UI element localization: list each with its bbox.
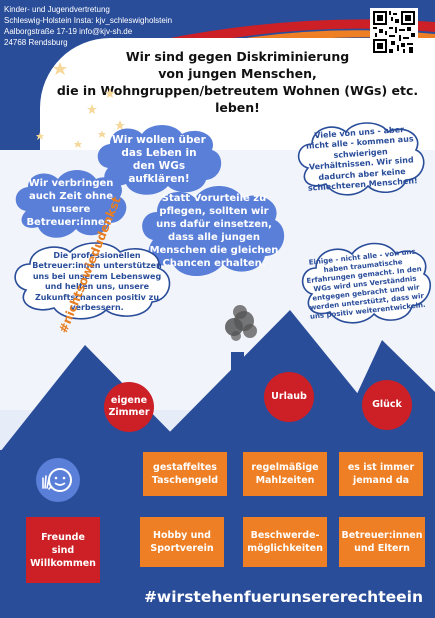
roof-circle-glueck: Glück — [362, 380, 412, 430]
smiley-waving-icon — [36, 458, 80, 502]
cloud-zeit: Wir verbringen auch Zeit ohne unsere Bet… — [8, 165, 130, 243]
title-line-1: Wir sind gegen Diskriminierung — [125, 49, 350, 64]
cloud-shape — [14, 242, 171, 320]
cloud-text: Die professionellen Betreuer:innen unter… — [32, 250, 162, 313]
hashtag-bottom: #wirstehenfuerunsererechteein — [143, 588, 423, 606]
cloud-shape — [297, 122, 425, 196]
roof-circle-urlaub: Urlaub — [264, 372, 314, 422]
cloud-shape — [15, 170, 127, 238]
title-line-2: von jungen Menschen, — [158, 66, 317, 81]
title-line-3: die in Wohngruppen/betreutem Wohnen (WGs… — [56, 83, 419, 115]
cloud-betreuer: Die professionellen Betreuer:innen unter… — [6, 238, 186, 326]
org-address-email: Aalborgstraße 17-19 info@kjv-sh.de — [4, 27, 133, 36]
cloud-shape — [97, 125, 222, 195]
organization-info: Kinder- und Jugendvertretung Schleswig-H… — [4, 4, 172, 48]
cloud-shape — [301, 242, 432, 324]
smoke-icon — [225, 305, 257, 341]
org-city: 24768 Rendsburg — [4, 38, 68, 47]
window-betreuer-eltern: Betreuer:innen und Eltern — [339, 517, 425, 567]
cloud-aufklaeren: Wir wollen über das Leben in den WGs auf… — [88, 120, 228, 200]
cloud-vorurteile: Statt Vorurteile zu pflegen, sollten wir… — [133, 180, 293, 282]
window-freunde-willkommen: Freunde sind Willkommen — [26, 517, 100, 583]
roof-circle-eigene-zimmer: eigene Zimmer — [104, 382, 154, 432]
cloud-text: Statt Vorurteile zu pflegen, sollten wir… — [149, 193, 279, 269]
window-immer-jemand-da: es ist immer jemand da — [339, 452, 423, 496]
cloud-verhaeltnisse: Viele von uns - aber nicht alle - kommen… — [290, 118, 430, 200]
org-region-insta: Schleswig-Holstein Insta: kjv_schleswigh… — [4, 16, 173, 25]
qr-code-icon[interactable] — [370, 8, 418, 56]
cloud-text: Wir verbringen auch Zeit ohne unsere Bet… — [26, 178, 116, 228]
window-taschengeld: gestaffeltes Taschengeld — [143, 452, 227, 496]
org-name: Kinder- und Jugendvertretung — [4, 5, 110, 14]
cloud-text: Wir wollen über das Leben in den WGs auf… — [112, 134, 206, 185]
main-title: Wir sind gegen Diskriminierung von junge… — [40, 48, 435, 116]
cloud-erfahrungen: Einige - nicht alle - von uns haben trau… — [296, 238, 434, 330]
window-mahlzeiten: regelmäßige Mahlzeiten — [243, 452, 327, 496]
window-hobby-sportverein: Hobby und Sportverein — [140, 517, 224, 567]
window-beschwerde: Beschwerde-möglichkeiten — [243, 517, 327, 567]
cloud-shape — [142, 186, 285, 276]
